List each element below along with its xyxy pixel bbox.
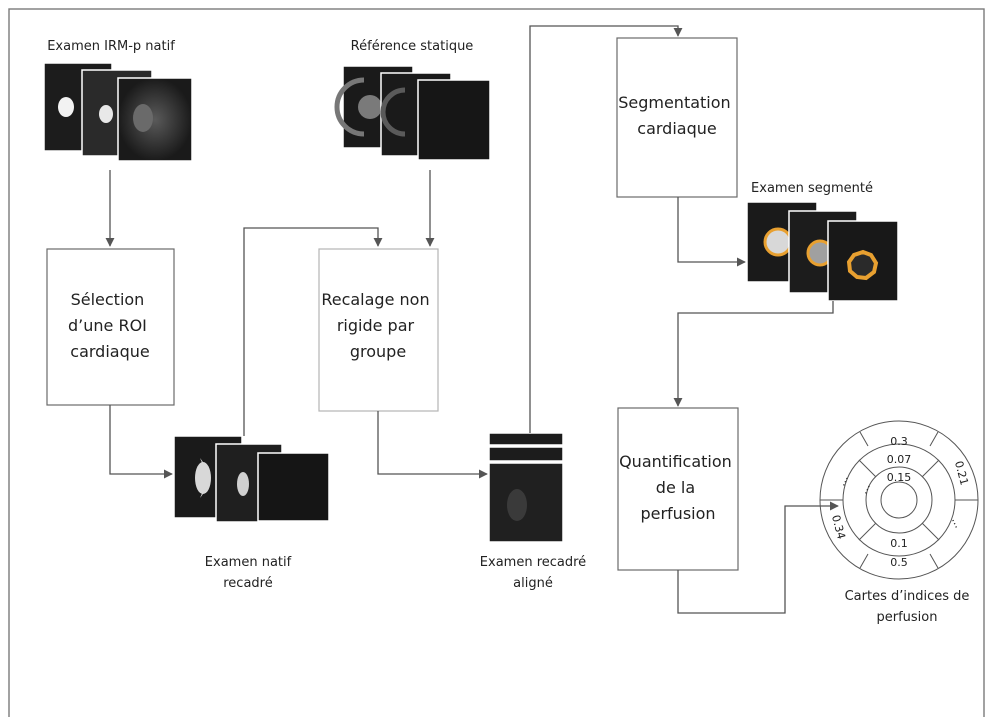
label-maps-1: Cartes d’indices de (845, 589, 970, 604)
bullseye-ring-core (880, 481, 918, 519)
bullseye-value: 0.5 (890, 556, 908, 569)
bullseye-divider (929, 431, 939, 447)
bullseye-divider (859, 431, 869, 447)
cropped-frame-1-blob (195, 462, 211, 494)
label-native-exam: Examen IRM-p natif (47, 39, 175, 54)
reference-frame-1-core (358, 95, 382, 119)
label-aligned-1: Examen recadré (480, 555, 586, 570)
native-frame-3-heart (133, 104, 153, 132)
bullseye-value: 0.1 (890, 537, 908, 550)
native-frame-1-heart (58, 97, 74, 117)
label-aligned-2: aligné (513, 576, 553, 591)
cropped-frame-2-blob (237, 472, 249, 496)
arrow-aligned-to-segmentation (529, 25, 683, 433)
static-reference-stack (334, 65, 491, 161)
box-segmentation-text: Segmentation cardiaque (618, 93, 736, 138)
outer-frame (8, 8, 985, 721)
aligned-frame-2 (488, 446, 564, 462)
arrow-roi-to-cropped (109, 405, 173, 479)
box-roi-text: Sélection d’une ROI cardiaque (68, 290, 152, 361)
reference-frame-1-arc (334, 77, 365, 137)
label-maps-2: perfusion (877, 610, 938, 625)
bullseye-value: ... (835, 473, 851, 488)
bullseye-value: 0.3 (890, 435, 908, 448)
aligned-frame-1 (488, 432, 564, 446)
bullseye-divider (858, 522, 877, 541)
reference-frame-2-arc (380, 87, 406, 137)
bullseye-value: 0.21 (952, 460, 971, 487)
bullseye-value: ... (857, 481, 873, 496)
label-static-reference: Référence statique (351, 39, 474, 54)
native-exam-stack (43, 62, 193, 162)
bullseye-divider (858, 459, 877, 478)
box-registration-text: Recalage non rigide par groupe (321, 290, 434, 361)
bullseye-divider (921, 522, 940, 541)
arrow-segmentation-to-segmented (677, 197, 746, 267)
bullseye-value: 0.34 (829, 514, 848, 541)
native-frame-2-heart (99, 105, 113, 123)
box-quantification-text: Quantification de la perfusion (619, 452, 737, 523)
segmented-frame-1-cavity (765, 229, 791, 255)
bullseye-divider (921, 459, 940, 478)
aligned-frame-3-heart (507, 489, 527, 521)
label-segmented: Examen segmenté (751, 181, 873, 196)
segmented-frame-3-ring (846, 249, 879, 281)
bullseye-value: 0.15 (887, 471, 912, 484)
segmented-frame-2-cavity (808, 241, 832, 265)
bullseye-map: 0.3 0.07 0.15 0.21 0.34 0.1 0.5 ... ... … (819, 420, 979, 580)
reference-frame-3 (417, 79, 491, 161)
label-cropped-native-2: recadré (223, 576, 272, 591)
segmented-stack (746, 201, 899, 302)
arrow-quantification-to-map (677, 501, 839, 614)
box-quantification (617, 407, 739, 571)
cropped-native-stack (173, 435, 330, 523)
box-segmentation (616, 37, 738, 198)
arrow-cropped-to-registration (243, 227, 383, 436)
arrow-segmented-to-quantification (673, 301, 834, 407)
cropped-frame-3 (257, 452, 330, 522)
bullseye-divider (859, 553, 869, 569)
bullseye-value: ... (949, 515, 965, 530)
label-cropped-native-1: Examen natif (205, 555, 292, 570)
aligned-stack (488, 432, 564, 543)
arrow-registration-to-aligned (377, 411, 488, 479)
native-frame-3 (117, 77, 193, 162)
bullseye-ring-inner (865, 466, 933, 534)
bullseye-divider (929, 553, 939, 569)
bullseye-value: 0.07 (887, 453, 912, 466)
